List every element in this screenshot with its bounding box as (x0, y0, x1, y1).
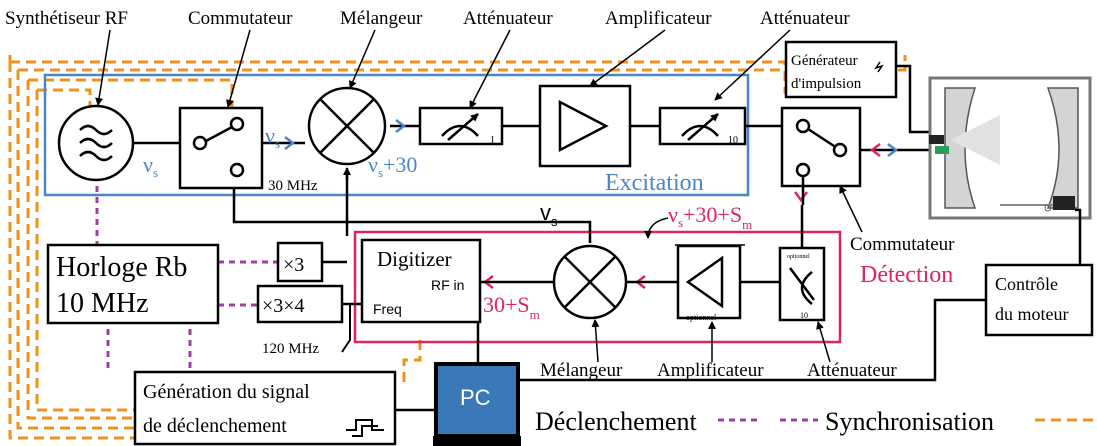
label-30mhz: 30 MHz (268, 178, 318, 194)
label-mixer-bottom: Mélangeur (540, 360, 623, 381)
label-digitizer: Digitizer (377, 247, 452, 271)
switch-2 (780, 106, 862, 205)
label-x3x4: ×3×4 (262, 295, 305, 317)
label-attenuator-2-top: Atténuateur (760, 8, 850, 29)
label-amplifier-top: Amplificateur (605, 8, 712, 29)
motor-control-box (984, 263, 1094, 337)
label-trigger-gen-2: de déclenchement (143, 415, 287, 437)
label-synthesizer: Synthétiseur RF (5, 8, 128, 29)
label-30-sm: 30+Sm (483, 292, 540, 322)
label-motor-control-2: du moteur (995, 304, 1069, 324)
trigger-generator (133, 370, 397, 446)
label-excitation: Excitation (605, 170, 704, 196)
label-x3: ×3 (283, 254, 304, 276)
switch-1 (178, 106, 264, 190)
pulse-generator (784, 40, 930, 134)
label-rb-clock-2: 10 MHz (56, 288, 149, 319)
detection-frame (353, 230, 842, 344)
multiplier-x3-box (276, 241, 324, 283)
rb-clock-box (46, 243, 220, 325)
label-pulse-generator-1: Générateur (791, 53, 858, 69)
label-nu-s-30-sm: νs+30+Sm (668, 202, 752, 232)
legend-trigger-label: Déclenchement (535, 407, 697, 436)
label-trigger-gen-1: Génération du signal (143, 381, 310, 403)
label-optionnel-amp: optionnel (686, 313, 717, 322)
digitizer (342, 238, 555, 372)
attenuator-1-icon (418, 106, 504, 146)
label-att1-sub: 1 (490, 135, 495, 146)
label-nu-s-2: νs (265, 123, 280, 151)
label-leaders (95, 29, 863, 363)
label-nu-s-1: νs (143, 152, 158, 180)
label-detection: Détection (860, 262, 953, 288)
rf-synthesizer-icon (57, 104, 135, 182)
label-switch-top: Commutateur (188, 8, 293, 29)
label-nu-s-plus-30: νs+30 (368, 152, 417, 180)
label-rf-in: RF in (431, 277, 464, 293)
label-freq: Freq (373, 301, 402, 317)
pc-icon (395, 362, 521, 446)
attenuator-2-icon (658, 106, 747, 146)
excitation-frame (43, 73, 750, 197)
label-att2-sub: 10 (728, 135, 738, 146)
mixer-1-icon (307, 86, 387, 166)
label-attenuator-bottom: Atténuateur (807, 360, 897, 381)
label-mixer-top: Mélangeur (340, 8, 423, 29)
label-rb-clock-1: Horloge Rb (56, 252, 187, 283)
label-motor-control-1: Contrôle (995, 274, 1058, 294)
label-att3-sub: 10 (800, 311, 808, 320)
label-amplifier-bottom: Amplificateur (657, 360, 764, 381)
label-pulse-generator-2: d'impulsion (791, 76, 862, 92)
excitation-arrows (284, 119, 899, 157)
excitation-signal-lines (132, 124, 935, 264)
vacuum-chamber-icon (928, 76, 1092, 265)
label-attenuator-1-top: Atténuateur (463, 8, 553, 29)
amplifier-1-icon (538, 84, 632, 168)
label-vs-mid: vs (540, 200, 558, 229)
legend-sync-label: Synchronisation (825, 407, 994, 436)
attenuator-3-icon (778, 205, 826, 322)
trigger-lines (95, 186, 818, 422)
amplifier-2-icon (675, 244, 780, 320)
label-commutateur-right: Commutateur (850, 234, 955, 255)
label-120mhz: 120 MHz (262, 341, 319, 357)
pc-label: PC (460, 385, 491, 410)
label-optionnel-att: optionnel (787, 254, 810, 260)
mixer-2-icon (552, 244, 680, 320)
